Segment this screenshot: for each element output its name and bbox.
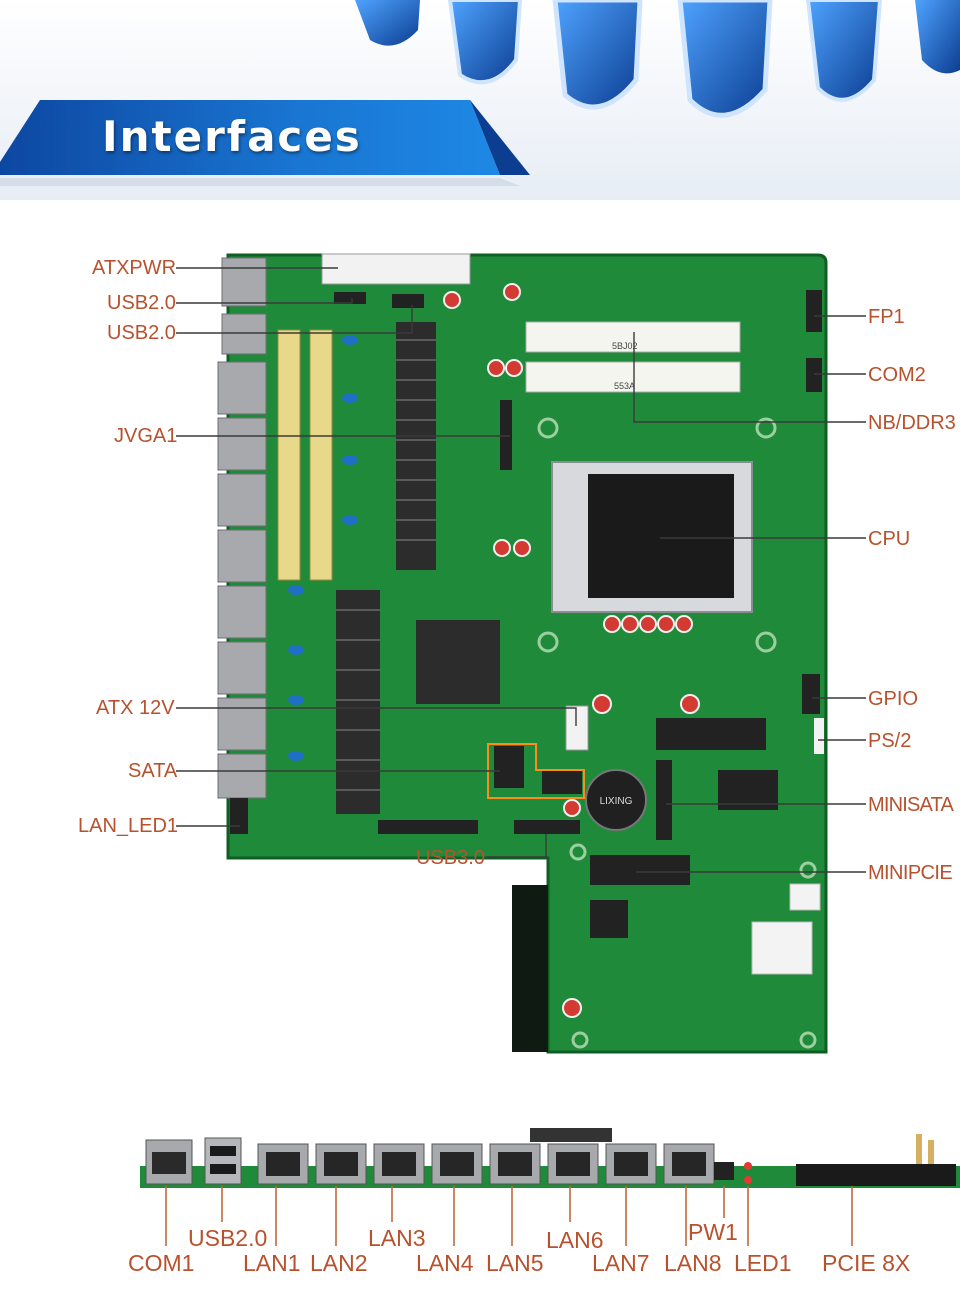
- label-ps2: PS/2: [868, 730, 912, 752]
- label-lan2: LAN2: [310, 1250, 368, 1276]
- label-usb20-a: USB2.0: [107, 292, 176, 314]
- label-usb30: USB3.0: [416, 847, 485, 869]
- leader-usb20-b: [176, 305, 413, 334]
- leader-usb30: [486, 834, 547, 858]
- interfaces-banner: [0, 0, 960, 200]
- label-cpu: CPU: [868, 528, 911, 550]
- label-sata: SATA: [128, 760, 178, 782]
- label-usb20-rear: USB2.0: [188, 1225, 268, 1251]
- label-lan4: LAN4: [416, 1250, 474, 1276]
- slot-marking-bottom: 553A: [614, 381, 635, 391]
- label-pw1: PW1: [688, 1219, 738, 1245]
- label-lan1: LAN1: [243, 1250, 301, 1276]
- leader-atx12v: [176, 707, 577, 726]
- label-usb20-b: USB2.0: [107, 322, 176, 344]
- label-pcie8x: PCIE 8X: [822, 1250, 911, 1276]
- cmos-battery: [585, 769, 647, 831]
- label-lan5: LAN5: [486, 1250, 544, 1276]
- label-fp1: FP1: [868, 306, 905, 328]
- label-minisata: MINISATA: [868, 794, 954, 816]
- shield-icon: [355, 0, 960, 118]
- lan-ports-stack: [217, 257, 267, 799]
- label-atx12v: ATX 12V: [96, 697, 175, 719]
- atx-power-connector: [321, 253, 471, 285]
- label-atxpwr: ATXPWR: [92, 257, 177, 279]
- page-title: Interfaces: [102, 112, 362, 161]
- label-lan6: LAN6: [546, 1227, 604, 1253]
- label-lan-led1: LAN_LED1: [78, 815, 179, 837]
- slot-marking-top: 5BJ02: [612, 341, 638, 351]
- ddr3-slot: [525, 321, 741, 393]
- leader-nb-ddr3: [633, 332, 866, 423]
- label-gpio: GPIO: [868, 688, 919, 710]
- rear-io-board: [140, 1128, 960, 1188]
- label-nb-ddr3: NB/DDR3: [868, 412, 956, 434]
- label-lan3: LAN3: [368, 1225, 426, 1251]
- battery-marking: LIXING: [600, 796, 633, 807]
- heatsink: [336, 322, 500, 814]
- label-minipcie: MINIPCIE: [868, 862, 953, 884]
- leader-usb20-a: [176, 298, 353, 304]
- label-com2: COM2: [868, 364, 926, 386]
- label-led1: LED1: [734, 1250, 792, 1276]
- label-jvga1: JVGA1: [114, 425, 178, 447]
- label-lan7: LAN7: [592, 1250, 650, 1276]
- label-com1: COM1: [128, 1250, 195, 1276]
- label-lan8: LAN8: [664, 1250, 722, 1276]
